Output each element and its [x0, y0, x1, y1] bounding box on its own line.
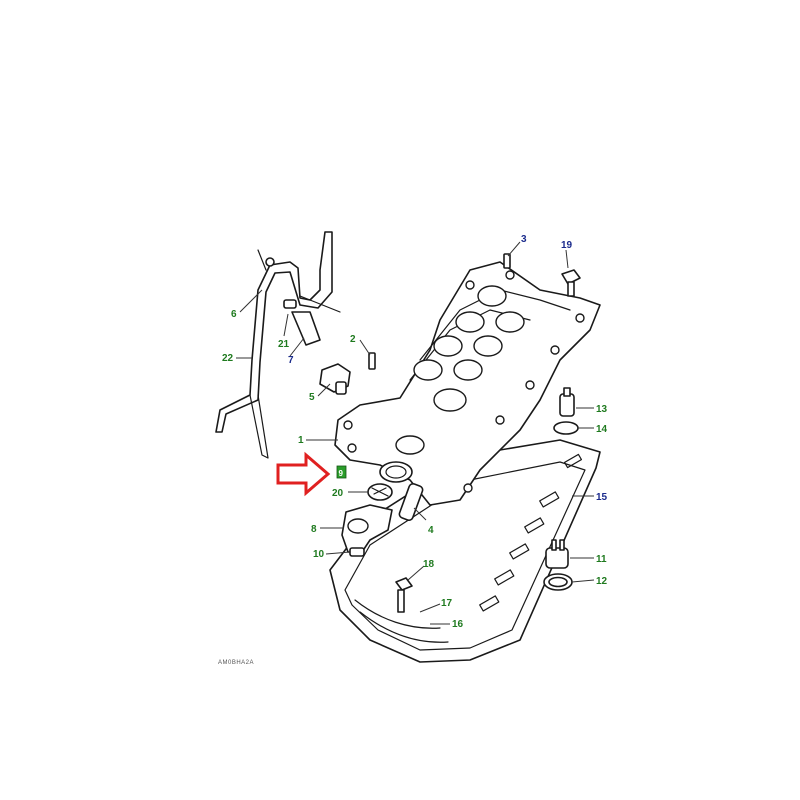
leader-lines — [236, 241, 595, 625]
bolt-4 — [398, 483, 424, 521]
callout-3: 3 — [521, 234, 527, 245]
callout-10: 10 — [313, 549, 325, 560]
callout-7: 7 — [288, 355, 294, 366]
callout-17: 17 — [441, 598, 453, 609]
callout-8: 8 — [311, 524, 317, 535]
highlight-box-9 — [336, 465, 347, 479]
bolt-18 — [395, 577, 413, 613]
callout-12: 12 — [596, 576, 608, 587]
thermostat-20 — [367, 461, 413, 501]
callout-16: 16 — [452, 619, 464, 630]
callout-15: 15 — [596, 492, 608, 503]
stud-3 — [503, 253, 511, 269]
stud-2 — [368, 352, 376, 370]
callout-19: 19 — [561, 240, 573, 251]
callout-5: 5 — [309, 392, 315, 403]
callout-labels: 1 2 3 4 5 6 7 8 9 10 11 12 13 14 15 16 1… — [222, 234, 608, 630]
callout-22: 22 — [222, 353, 234, 364]
callout-1: 1 — [298, 435, 304, 446]
callout-11: 11 — [596, 554, 607, 565]
sensor-10 — [349, 547, 365, 557]
callout-4: 4 — [428, 525, 434, 536]
callout-18: 18 — [423, 559, 435, 570]
plug-5 — [319, 363, 351, 395]
thermostat-housing-8 — [341, 504, 393, 553]
coolant-pipe — [215, 231, 341, 459]
callout-9: 9 — [339, 469, 344, 478]
intake-manifold — [334, 261, 601, 506]
callout-6: 6 — [231, 309, 237, 320]
sensor-13 — [553, 387, 579, 435]
callout-20: 20 — [332, 488, 344, 499]
callout-14: 14 — [596, 424, 608, 435]
bolt-19 — [561, 269, 581, 297]
callout-21: 21 — [278, 339, 290, 350]
callout-2: 2 — [350, 334, 356, 345]
red-arrow-icon — [276, 451, 331, 497]
callout-13: 13 — [596, 404, 608, 415]
reference-code: AM0BHA2A — [218, 660, 254, 666]
